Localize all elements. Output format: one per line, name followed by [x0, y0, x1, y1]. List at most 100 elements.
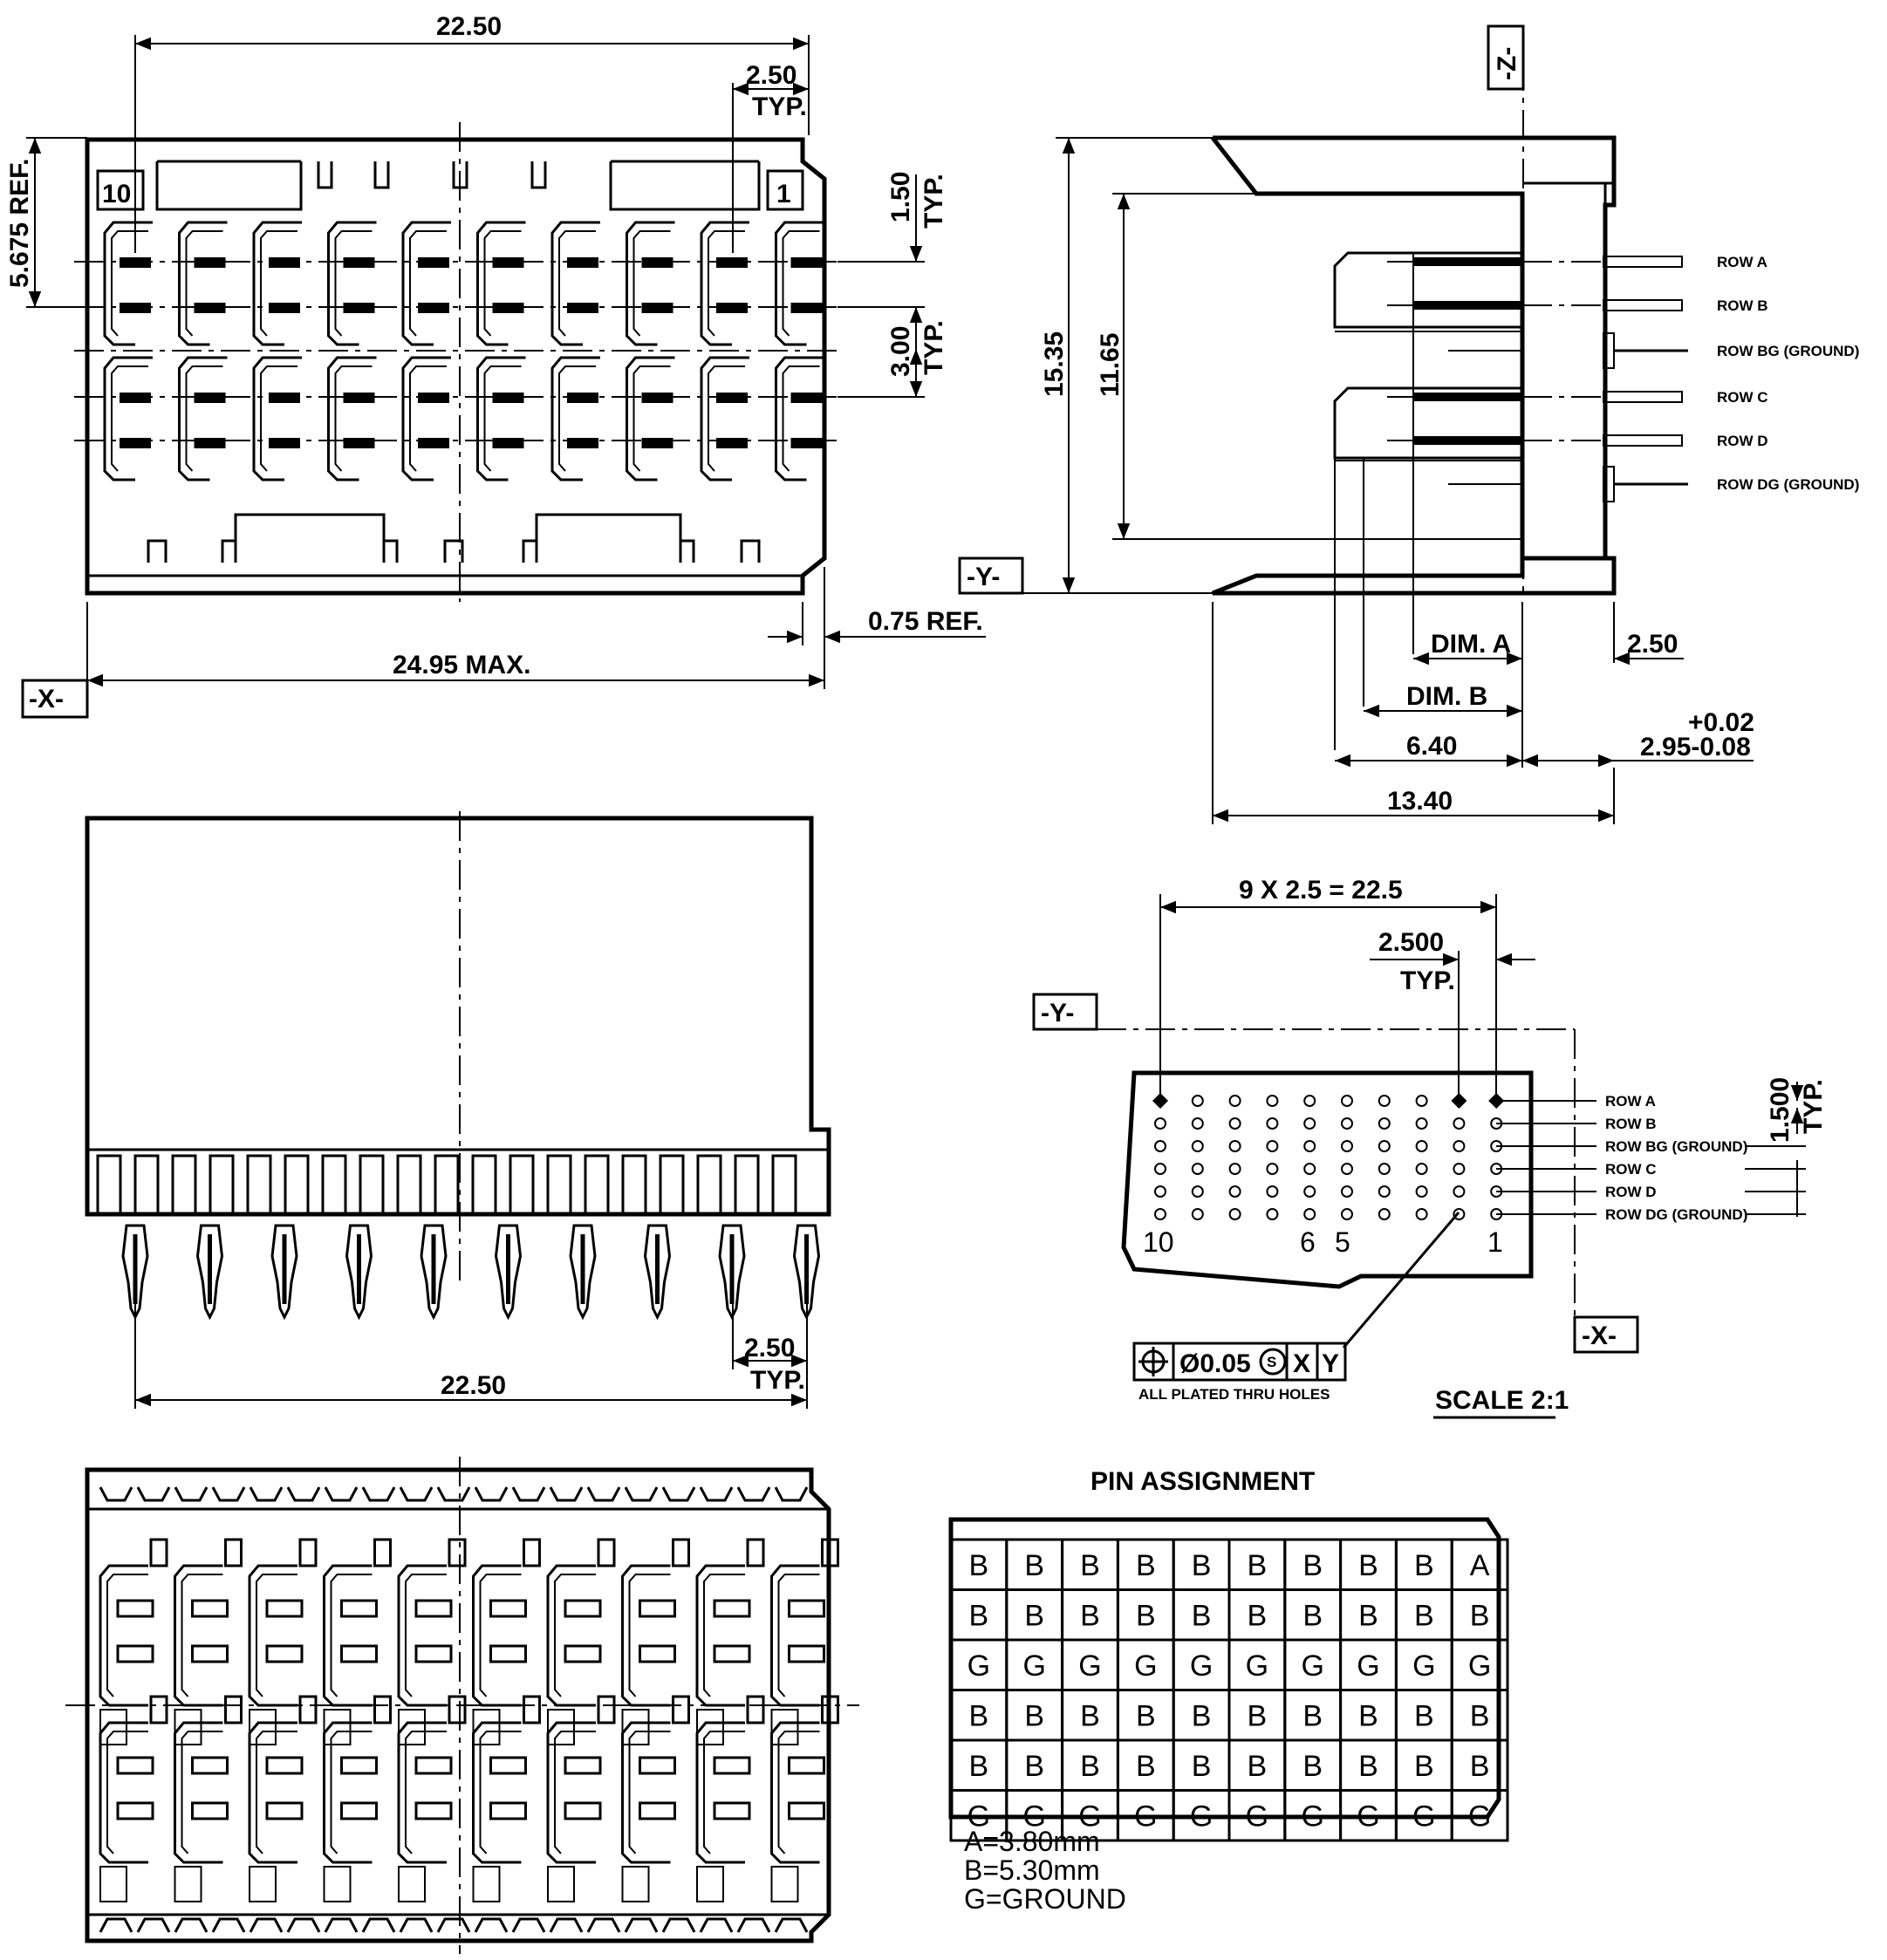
pcb-hole [1378, 1163, 1391, 1175]
legend-b: B=5.30mm [964, 1854, 1100, 1886]
side-dim-a: DIM. A [1431, 630, 1511, 659]
pcb-hole [1341, 1208, 1353, 1220]
pcb-hole [1228, 1208, 1241, 1220]
pcb-col-5: 5 [1335, 1226, 1350, 1258]
bottom-cell-inner [554, 1574, 596, 1697]
pin-cell: G [1022, 1800, 1045, 1833]
bottom-pad [191, 1599, 229, 1618]
bottom-tooth-top [361, 1486, 396, 1502]
bottom-tooth-top [324, 1486, 359, 1502]
contact-cell-inner [260, 230, 297, 337]
pcb-hole [1266, 1185, 1279, 1198]
pcb-hole [1378, 1095, 1391, 1107]
scale-label: SCALE 2:1 [1435, 1386, 1569, 1415]
contact-cell-inner [111, 230, 148, 337]
pcb-hole [1303, 1163, 1316, 1175]
bottom-tooth-bottom [549, 1917, 584, 1933]
bottom-latch [672, 1538, 690, 1567]
legend-g: G=GROUND [964, 1883, 1126, 1915]
bottom-cell [546, 1721, 596, 1864]
contact-pad [492, 303, 524, 313]
front-tooth [659, 1154, 685, 1214]
bottom-slot [99, 1866, 127, 1902]
front-pin [569, 1224, 597, 1321]
pcb-hole [1191, 1208, 1204, 1220]
side-pin-tail [1603, 256, 1683, 268]
contact-cell-inner [558, 230, 596, 337]
pin-cell: B [1414, 1549, 1434, 1582]
pcb-row-label: ROW BG (GROUND) [1605, 1138, 1747, 1155]
pcb-hole [1341, 1140, 1353, 1152]
front-tooth [546, 1154, 572, 1214]
contact-pad [567, 438, 598, 448]
front-tooth [321, 1154, 347, 1214]
contact-pad [790, 438, 823, 448]
front-tooth [621, 1154, 647, 1214]
pin-cell: B [1358, 1599, 1378, 1632]
contact-pad [790, 393, 823, 403]
bottom-cell-inner [554, 1731, 596, 1854]
bottom-tooth-top [699, 1486, 734, 1502]
pin-cell: B [1024, 1599, 1044, 1632]
pcb-hole [1266, 1117, 1279, 1130]
pcb-row-label: ROW DG (GROUND) [1605, 1206, 1747, 1223]
side-tail-dim: 2.50 [1627, 630, 1678, 659]
bottom-cell-inner [256, 1731, 297, 1854]
front-teeth [96, 1154, 797, 1214]
bottom-tooth-bottom [474, 1917, 509, 1933]
bottom-tooth-bottom [624, 1917, 659, 1933]
pin-cell: G [967, 1800, 990, 1833]
contact-cell-inner [708, 365, 745, 472]
pin-cell: B [1302, 1599, 1323, 1632]
bottom-latch [821, 1538, 839, 1567]
pcb-hole [1341, 1163, 1353, 1175]
pcb-pitch-note: TYP. [1400, 966, 1455, 995]
contact-cell-inner [782, 365, 820, 472]
bottom-pad [340, 1801, 378, 1820]
bottom-latch [746, 1538, 765, 1567]
contact-pad [790, 257, 823, 268]
bottom-latch [672, 1695, 690, 1724]
pcb-layout: 9 X 2.5 = 22.5 2.500 TYP. -Y- -X- ROW AR… [1032, 876, 1828, 1419]
top-offset-dim: 0.75 REF. [868, 607, 983, 636]
pin-cell: B [1470, 1750, 1490, 1783]
fcf-datum-1: X [1293, 1349, 1310, 1378]
bottom-slot [472, 1709, 501, 1745]
bottom-pad [191, 1644, 229, 1663]
pin-cell: B [1248, 1549, 1268, 1582]
front-pin [420, 1224, 448, 1321]
legend-a: A=3.80mm [964, 1826, 1100, 1857]
contact-cell [252, 356, 302, 481]
bottom-pad [639, 1599, 676, 1618]
bottom-slot [174, 1866, 202, 1902]
top-view: 10 1 22.50 2.50 TYP. 5.675 REF. 1.50 TYP… [5, 12, 986, 719]
contact-cell [550, 356, 600, 481]
bottom-slot [696, 1866, 724, 1902]
pin-cell: B [1248, 1599, 1268, 1632]
pin-cell: B [1470, 1599, 1490, 1632]
pin-cell: G [1134, 1649, 1157, 1683]
pcb-hole [1341, 1117, 1353, 1130]
contact-pad [641, 438, 673, 448]
side-pin-body [1413, 436, 1522, 445]
contact-cell-inner [111, 365, 148, 472]
bottom-latch [523, 1695, 541, 1724]
bottom-pad [564, 1756, 602, 1775]
pcb-pitch-dim: 2.500 [1378, 928, 1444, 957]
bottom-latch [448, 1538, 467, 1567]
pin-cell: B [1248, 1750, 1268, 1783]
pin-cell: A [1470, 1549, 1490, 1582]
pcb-hole [1191, 1140, 1204, 1152]
pcb-hole [1453, 1208, 1466, 1220]
front-tooth [396, 1154, 422, 1214]
pcb-hole [1378, 1208, 1391, 1220]
contact-cell-inner [409, 230, 447, 337]
bottom-cell-inner [479, 1574, 522, 1697]
bottom-pad [489, 1599, 527, 1618]
contact-cell-inner [632, 365, 671, 472]
bottom-slot [770, 1709, 799, 1745]
front-pin [345, 1224, 373, 1321]
bottom-pad [564, 1599, 602, 1618]
pin-cell: B [1080, 1699, 1100, 1732]
